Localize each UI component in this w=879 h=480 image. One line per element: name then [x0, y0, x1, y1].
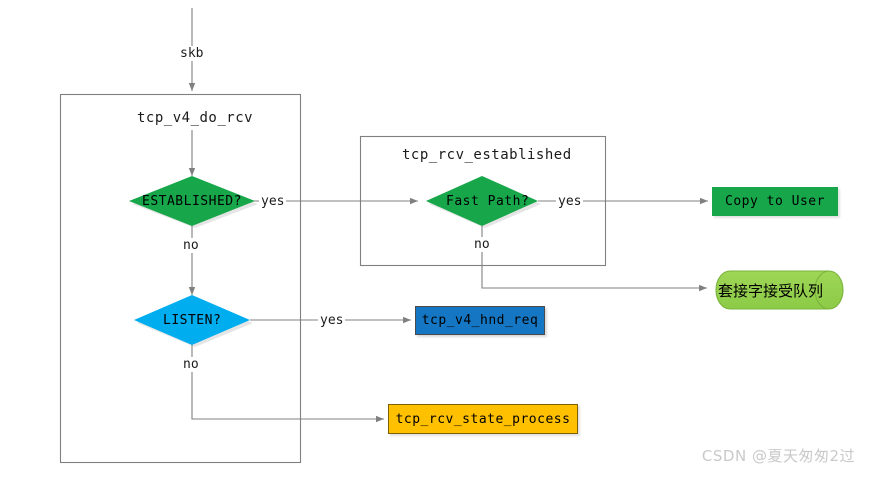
node-label-fastpath[interactable]: Fast Path? — [446, 194, 530, 209]
node-accept-queue-shape — [715, 270, 844, 310]
node-accept-queue[interactable]: 套接字接受队列 — [711, 271, 848, 309]
edge-label-listen-no: no — [181, 357, 201, 372]
node-listen-shape — [134, 295, 253, 347]
edge-label-fastpath-yes: yes — [556, 194, 584, 209]
group-title-tcp-rcv-established: tcp_rcv_established — [402, 147, 572, 163]
node-fastpath-shape — [426, 176, 541, 228]
edge-fastpath-no — [481, 226, 707, 292]
group-box-tcp-v4-do-rcv — [59, 93, 302, 464]
node-established-shape — [129, 176, 258, 228]
node-tcp-v4-hnd-req[interactable]: tcp_v4_hnd_req — [415, 306, 545, 335]
group-title-tcp-v4-do-rcv: tcp_v4_do_rcv — [137, 110, 254, 126]
node-label-established[interactable]: ESTABLISHED? — [142, 194, 242, 209]
node-tcp-rcv-state-process[interactable]: tcp_rcv_state_process — [388, 404, 578, 434]
edge-label-established-yes: yes — [259, 194, 287, 209]
node-label-accept-queue: 套接字接受队列 — [717, 281, 823, 300]
node-label-listen[interactable]: LISTEN? — [163, 313, 222, 328]
edge-label-fastpath-no: no — [472, 237, 492, 252]
edge-label-established-no: no — [181, 238, 201, 253]
edge-label-listen-yes: yes — [318, 313, 346, 328]
node-copy-to-user[interactable]: Copy to User — [712, 187, 838, 216]
edge-label-skb: skb — [178, 46, 206, 61]
watermark: CSDN @夏天匆匆2过 — [701, 447, 855, 465]
edge-listen-no — [191, 345, 384, 423]
